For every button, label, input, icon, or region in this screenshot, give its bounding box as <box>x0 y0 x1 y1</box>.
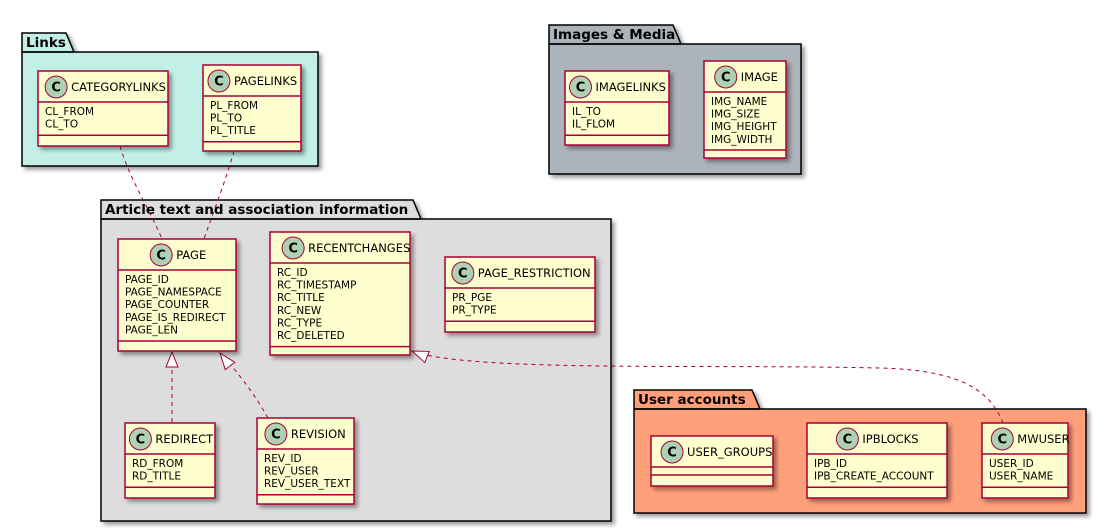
class-stereotype-icon <box>569 75 592 99</box>
class-stereotype-letter: C <box>51 81 61 96</box>
class-stereotype-letter: C <box>721 71 731 86</box>
class-attribute: PR_PGE <box>452 292 492 304</box>
class-stereotype-icon <box>660 440 684 464</box>
class-stereotype-icon <box>264 422 288 446</box>
package-title: Links <box>26 35 66 51</box>
class-attribute: IMG_SIZE <box>711 109 760 121</box>
class-name: REDIRECT <box>155 432 214 446</box>
class-stereotype-letter: C <box>998 433 1008 448</box>
class-attribute: PAGE_COUNTER <box>125 299 209 311</box>
class-attribute: PAGE_LEN <box>125 324 178 336</box>
class-attribute: IMG_NAME <box>711 96 767 108</box>
class-stereotype-letter: C <box>843 433 853 448</box>
class-name: PAGELINKS <box>234 74 297 88</box>
class-attribute: PL_FROM <box>210 100 258 112</box>
arrowhead-revision-page <box>219 351 236 371</box>
class-attribute: RC_TIMESTAMP <box>277 280 356 292</box>
arrowhead-redirect-page <box>165 350 179 368</box>
class-attribute: IMG_HEIGHT <box>711 121 777 133</box>
class-stereotype-letter: C <box>667 446 677 461</box>
class-attribute: IL_TO <box>572 106 601 118</box>
package-tab <box>633 389 761 410</box>
package-tab <box>21 32 75 53</box>
class-attribute: PAGE_IS_REDIRECT <box>125 312 226 324</box>
class-attribute: PL_TITLE <box>210 125 256 137</box>
class-stereotype-letter: C <box>288 242 298 257</box>
class-stereotype-icon <box>714 65 738 89</box>
class-attribute: USER_ID <box>989 458 1034 470</box>
class-name: MWUSER <box>1017 432 1069 446</box>
class-stereotype-icon <box>835 427 859 451</box>
class-stereotype-icon <box>207 69 231 93</box>
class-attribute: IL_FLOM <box>572 119 615 131</box>
link-categorylinks-page <box>119 145 163 240</box>
package-title: User accounts <box>638 392 746 408</box>
class-attribute: REV_USER_TEXT <box>264 478 351 490</box>
class-name: PAGE <box>176 248 206 262</box>
class-name: RECENTCHANGES <box>308 241 410 255</box>
class-name: IMAGELINKS <box>596 80 666 94</box>
package-tab <box>100 199 422 220</box>
package-title: Images & Media <box>553 27 675 43</box>
class-name: PAGE_RESTRICTION <box>478 266 591 280</box>
class-stereotype-icon <box>149 243 173 267</box>
class-stereotype-letter: C <box>576 81 586 96</box>
class-attribute: RC_DELETED <box>277 330 345 342</box>
class-attribute: PAGE_NAMESPACE <box>125 287 222 299</box>
class-attribute: USER_NAME <box>989 471 1053 483</box>
arrowhead-mwuser-recentchanges <box>410 350 430 364</box>
class-attribute: PR_TYPE <box>452 305 497 317</box>
class-stereotype-icon <box>128 427 152 451</box>
class-attribute: CL_TO <box>45 119 78 131</box>
class-user-groups: C USER_GROUPS <box>650 435 774 487</box>
class-name: CATEGORYLINKS <box>71 80 166 94</box>
link-pagelinks-page <box>203 150 235 240</box>
class-attribute: IPB_ID <box>814 458 847 470</box>
class-stereotype-letter: C <box>214 75 224 90</box>
class-attribute: IMG_WIDTH <box>711 134 772 146</box>
class-attribute: PL_TO <box>210 113 242 125</box>
class-attribute: CL_FROM <box>45 106 94 118</box>
class-stereotype-letter: C <box>156 249 166 264</box>
class-box <box>806 422 948 499</box>
class-attribute: REV_USER <box>264 466 319 478</box>
class-attribute: RC_TITLE <box>277 292 325 304</box>
class-attribute: IPB_CREATE_ACCOUNT <box>814 471 934 483</box>
class-attribute: RC_NEW <box>277 305 322 317</box>
class-stereotype-letter: C <box>458 267 468 282</box>
class-image: C IMAGE IMG_NAMEIMG_SIZEIMG_HEIGHTIMG_WIDT… <box>703 60 787 159</box>
class-attribute: RD_TITLE <box>132 471 181 483</box>
class-attribute: PAGE_ID <box>125 274 169 286</box>
class-name: USER_GROUPS <box>687 445 772 459</box>
class-attribute: RC_ID <box>277 267 308 279</box>
class-stereotype-icon <box>990 427 1014 451</box>
class-attribute: RC_TYPE <box>277 317 322 329</box>
class-stereotype-icon <box>44 75 68 99</box>
class-name: REVISION <box>291 427 346 441</box>
class-name: IMAGE <box>741 70 778 84</box>
class-stereotype-icon <box>281 236 305 260</box>
class-stereotype-icon <box>451 261 475 285</box>
class-attribute: REV_ID <box>264 453 302 465</box>
class-stereotype-letter: C <box>271 428 281 443</box>
class-attribute: RD_FROM <box>132 458 183 470</box>
class-box <box>117 238 237 352</box>
class-stereotype-letter: C <box>136 433 146 448</box>
package-tab <box>548 24 682 45</box>
package-title: Article text and association information <box>105 202 408 218</box>
class-name: IPBLOCKS <box>862 432 918 446</box>
